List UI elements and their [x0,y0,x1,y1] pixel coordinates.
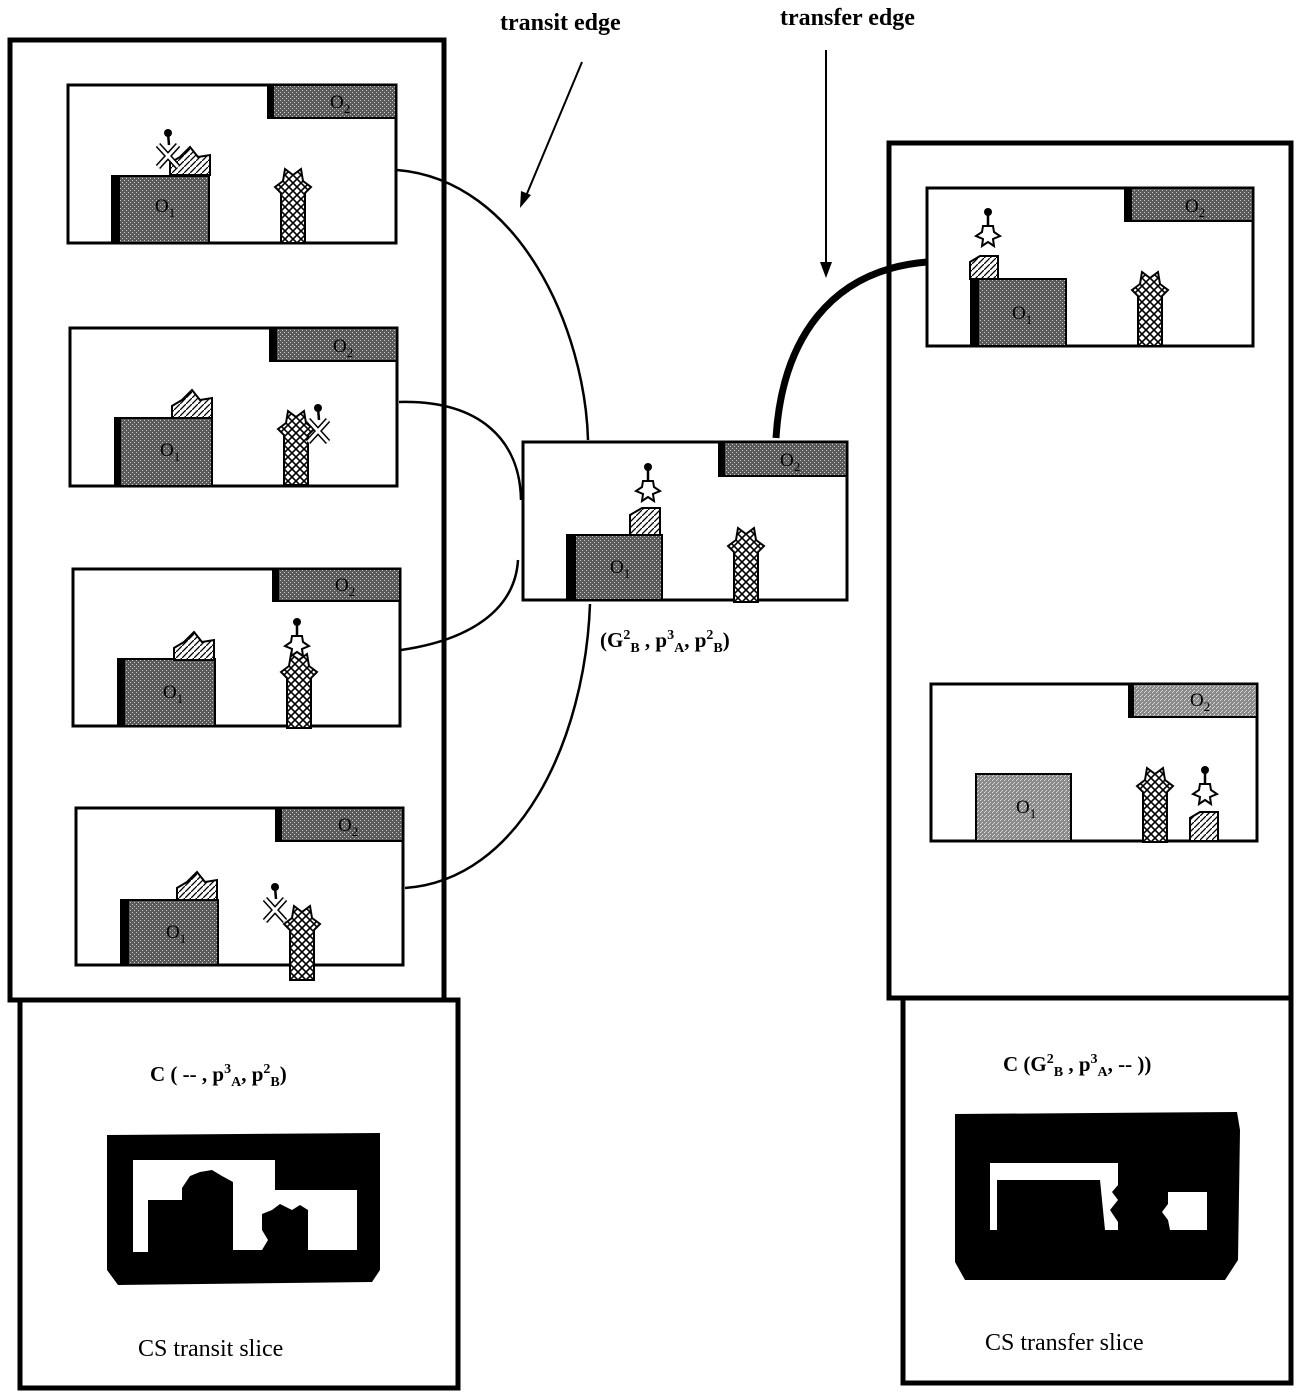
transfer-config-2 [929,682,1259,843]
obstacle-label-o1: O1 [163,682,184,706]
obstacle-label-o2: O2 [330,92,351,116]
obstacle-label-o1: O1 [610,557,631,581]
transit-slice-caption: CS transit slice [138,1336,284,1362]
transfer-edge-label: transfer edge [780,5,915,31]
transfer-edge [772,258,928,439]
transit-slice-panel [7,37,461,1391]
obstacle-label-o2: O2 [335,575,356,599]
obstacle-label-o1: O1 [1016,797,1037,821]
transit-slice-image [107,1133,380,1285]
transfer-slice-image [955,1112,1240,1280]
transit-config-4 [74,806,405,981]
obstacle-label-o2: O2 [333,336,354,360]
transfer-slice-caption: CS transfer slice [985,1330,1144,1356]
obstacle-label-o2: O2 [780,450,801,474]
transfer-slice-panel [886,140,1294,1386]
transfer-config-label: C (G2B , p3A, -- )) [1003,1052,1152,1081]
center-config-label: (G2B , p3A, p2B) [600,628,730,657]
obstacle-label-o1: O1 [160,440,181,464]
transit-config-3 [71,567,402,729]
obstacle-label-o2: O2 [1190,690,1211,714]
obstacle-label-o1: O1 [1012,303,1033,327]
transit-config-2 [68,326,399,488]
transit-edges [396,168,592,890]
obstacle-label-o2: O2 [338,815,359,839]
transit-edge-label: transit edge [500,10,621,36]
obstacle-label-o2: O2 [1185,196,1206,220]
transfer-edge-arrow [820,50,832,278]
transit-edge-arrow [520,61,583,208]
transit-config-1 [66,83,398,245]
transit-config-label: C ( -- , p3A, p2B) [150,1062,287,1091]
transfer-config-1 [925,186,1255,348]
obstacle-label-o1: O1 [166,922,187,946]
obstacle-label-o1: O1 [155,196,176,220]
center-config [521,440,849,603]
